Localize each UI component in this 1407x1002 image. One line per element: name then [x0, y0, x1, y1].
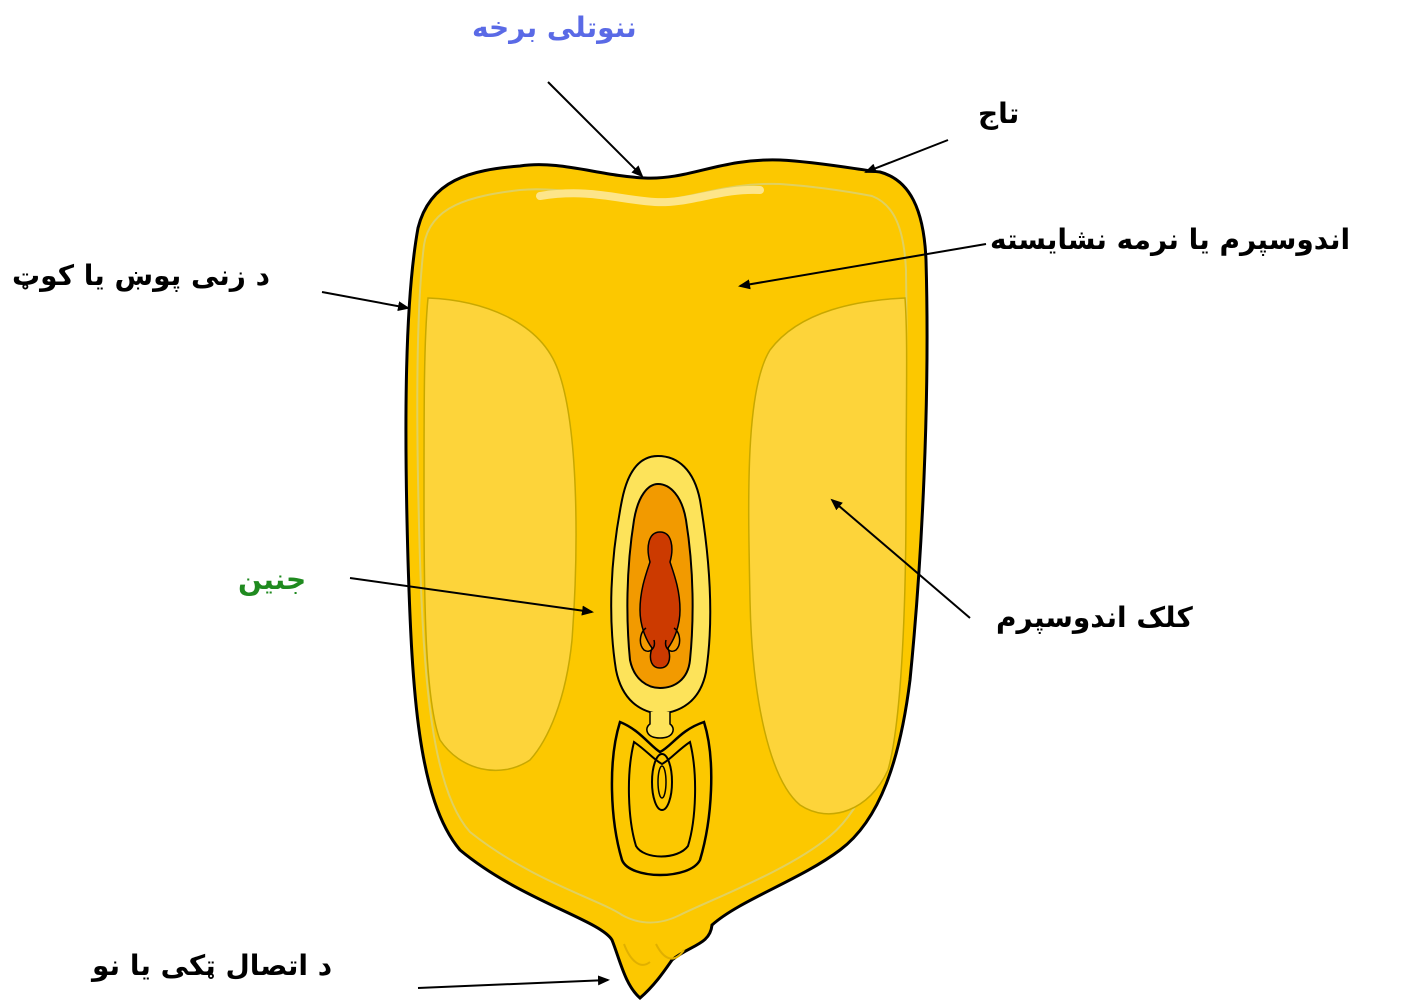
label-hard-endosperm: کلک اندوسپرم [996, 604, 1193, 632]
arrow-pericarp [548, 82, 642, 176]
arrow-tip-cap [418, 980, 608, 988]
label-embryo: جنین [238, 566, 306, 594]
label-tip: تاج [978, 100, 1019, 128]
embryo-stalk [647, 712, 673, 738]
hard-endosperm-left [424, 298, 576, 770]
hard-endosperm-right [749, 298, 907, 814]
label-seed-coat: د زنی پوښ یا کوټ [12, 262, 270, 290]
arrow-tip [866, 140, 948, 172]
label-tip-cap: د اتصال ټکی یا نو [92, 952, 332, 980]
label-soft-endosperm: اندوسپرم یا نرمه نشایسته [990, 226, 1350, 254]
arrow-seed-coat [322, 292, 408, 308]
label-pericarp: ننوتلی برخه [472, 14, 637, 42]
